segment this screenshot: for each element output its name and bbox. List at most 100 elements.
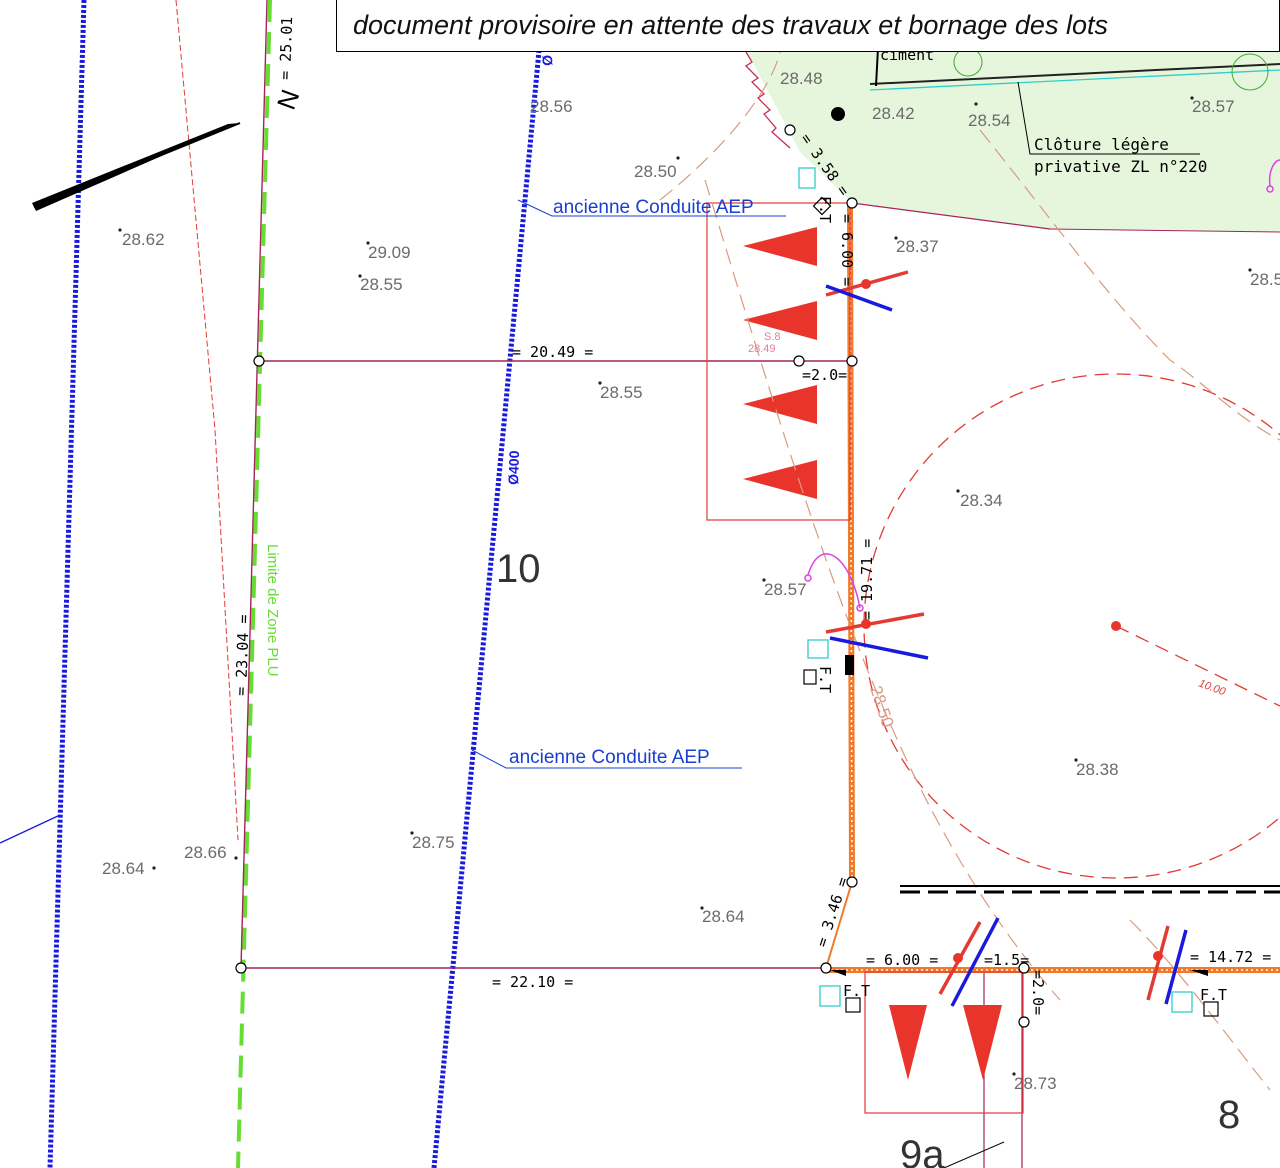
lot-8-label: 8 (1218, 1093, 1240, 1137)
spot-height: 28.55 (600, 383, 643, 402)
survey-point (235, 962, 247, 974)
crossing-dot (1153, 951, 1163, 961)
fence-post (875, 47, 879, 87)
survey-point (846, 876, 858, 888)
ft-box-icon (803, 669, 817, 685)
spot-height-dots (118, 96, 1252, 1076)
ft-box-icon (1203, 1001, 1219, 1017)
pipe-label-top: ancienne Conduite AEP (553, 197, 754, 218)
dim-1-5: =1.5= (984, 951, 1029, 969)
fence-line (869, 63, 1280, 85)
lamp-icon (1268, 159, 1280, 187)
crossing-blue (829, 636, 929, 660)
spot-height: 28.57 (1192, 97, 1235, 116)
crossing-dot (953, 953, 963, 963)
boundary-west (240, 0, 268, 969)
zone-limit-line (236, 0, 272, 1168)
provisional-document-banner: document provisoire en attente des trava… (336, 0, 1280, 52)
spot-height: 28.62 (122, 230, 165, 249)
survey-point (793, 355, 805, 367)
radius-line (1115, 625, 1280, 707)
ft-box-icon (812, 196, 832, 216)
ft-marker (845, 655, 854, 675)
pipe-d400 (431, 39, 543, 1168)
parking-triangle (963, 1005, 1002, 1080)
black-dot (831, 107, 845, 121)
fence-callout (1017, 81, 1200, 155)
lamp-icon-head (1266, 185, 1274, 193)
fence-label-line2: privative ZL n°220 (1034, 157, 1207, 176)
dim-6-00-v: = 6.00 = (838, 214, 856, 286)
parking-triangle (889, 1005, 927, 1080)
chamber-icon (1171, 991, 1193, 1013)
fence-label-line1: Clôture légère (1034, 135, 1169, 154)
survey-point (1018, 1016, 1030, 1028)
crossing-dot (861, 619, 871, 629)
dim-20-49: = 20.49 = (512, 343, 593, 361)
contour-line (1129, 919, 1271, 1091)
ft-marker (830, 970, 846, 976)
lot-9a-label: 9a (900, 1133, 945, 1168)
spot-height: 28.64 (102, 859, 145, 878)
boundary-ne (1049, 228, 1280, 233)
spot-height: 28.56 (530, 97, 573, 116)
spot-height: 28.50 (634, 162, 677, 181)
parking-box-south (864, 971, 1024, 1114)
ft-marker (1190, 970, 1208, 976)
spot-height: 28.54 (968, 111, 1011, 130)
spot-height: 28.75 (412, 833, 455, 852)
banner-text: document provisoire en attente des trava… (353, 9, 1108, 40)
pipe-diameter: Ø400 (505, 450, 522, 485)
crossing-blue (825, 284, 893, 312)
north-arrow-shaft (33, 122, 241, 208)
spot-height: 28.64 (702, 907, 745, 926)
crossing-red (1146, 925, 1170, 1001)
contour-line (704, 179, 1061, 1001)
parking-triangle (743, 460, 817, 499)
pipe-branch (0, 814, 61, 844)
parking-triangle (743, 227, 817, 266)
ft-label: F.T (843, 982, 870, 1000)
ft-label: F.T (816, 666, 834, 693)
survey-point (846, 355, 858, 367)
lamp-icon (807, 553, 861, 609)
dim-3-46: = 3.46 = (813, 875, 852, 949)
turning-circle (863, 373, 1280, 879)
lamp-icon-head (804, 574, 812, 582)
green-area-edge (744, 51, 791, 149)
survey-point (820, 962, 832, 974)
dim-2-0-v: =2.0= (1029, 970, 1047, 1015)
network-diag (825, 881, 853, 969)
spot-height: 28.38 (1076, 760, 1119, 779)
dim-25-01: = 25.01 (276, 16, 296, 80)
contour-label: 28.50 (866, 683, 897, 729)
spot-heights: 28.48 28.42 28.54 28.57 28.56 28.50 28.6… (102, 69, 1280, 1093)
spot-height: 28.34 (960, 491, 1003, 510)
spot-height: 28.5 (1250, 270, 1280, 289)
zone-limit-label: Limite de Zone PLU (264, 544, 281, 677)
spot-height: 28.57 (764, 580, 807, 599)
fence-cyan (869, 69, 1280, 91)
crossing-dot (861, 279, 871, 289)
north-arrow-icon (32, 123, 240, 211)
lot-9a-leader (943, 1141, 1005, 1168)
spot-height: 28.55 (360, 275, 403, 294)
spot-height: 28.48 (780, 69, 823, 88)
red-dashed-boundary (175, 0, 239, 841)
dim-23-04: = 23.04 = (232, 614, 253, 696)
spot-height: 28.42 (872, 104, 915, 123)
boundary-north (851, 202, 1051, 230)
survey-point (846, 197, 858, 209)
pipe-label-mid-leader (471, 749, 742, 769)
chamber-icon (798, 167, 816, 189)
lamp-icon-base (856, 604, 864, 612)
pipe-label-mid: ancienne Conduite AEP (509, 747, 710, 768)
ft-box-icon (845, 997, 861, 1013)
ft-label: F.T (816, 196, 834, 223)
crossing-red (825, 612, 925, 634)
spot-height: 28.66 (184, 843, 227, 862)
spot-height: 29.09 (368, 243, 411, 262)
dim-14-72: = 14.72 = (1190, 948, 1271, 966)
survey-point (784, 124, 796, 136)
